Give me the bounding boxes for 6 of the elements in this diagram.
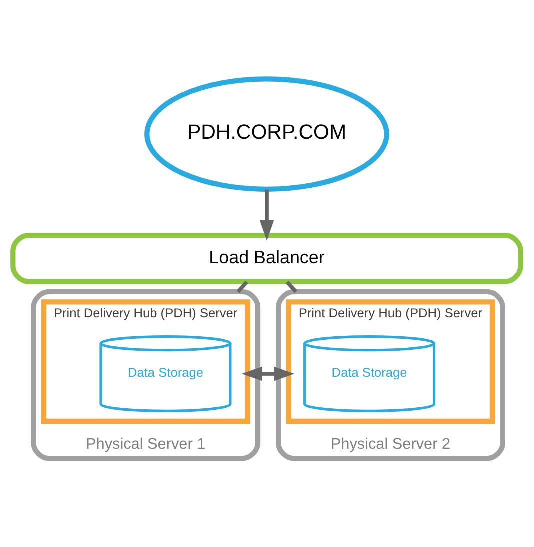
arrow [242, 366, 295, 381]
arrow [260, 189, 274, 240]
node-box: Load Balancer [10, 232, 524, 284]
connector [236, 280, 248, 293]
connector [286, 280, 298, 293]
node-ellipse: PDH.CORP.COM [144, 76, 390, 192]
